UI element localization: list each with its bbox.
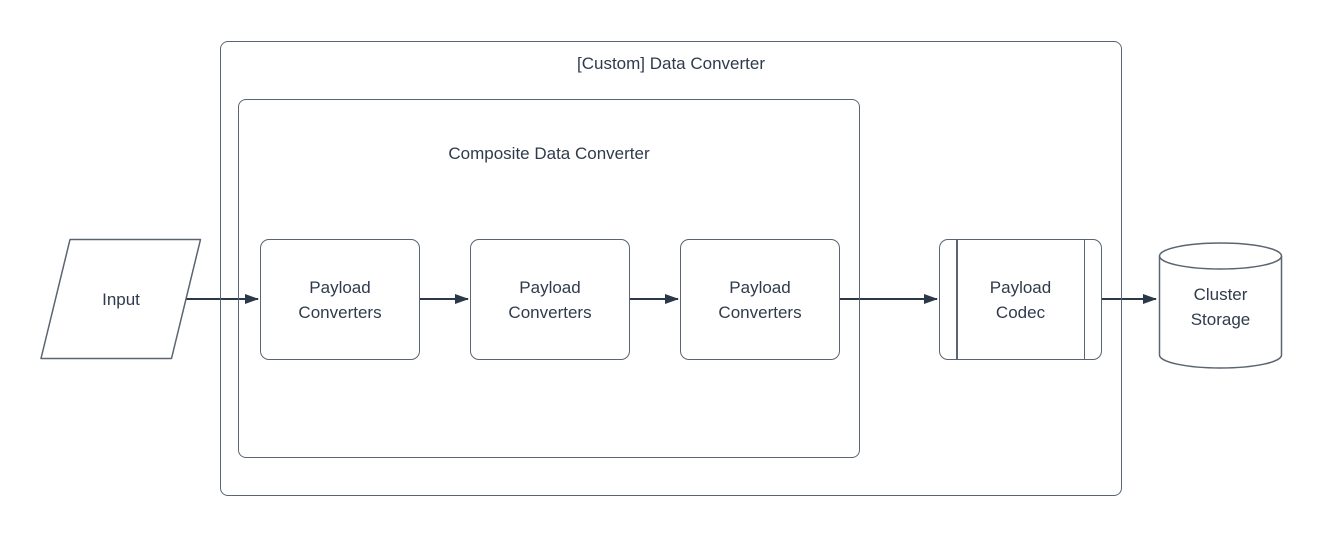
codec-right-bar (1083, 240, 1085, 359)
payload-converters-node-1: Payload Converters (260, 239, 420, 360)
payload-codec-node-label: Payload Codec (989, 277, 1052, 322)
payload-converters-node-3: Payload Converters (680, 239, 840, 360)
codec-left-bar (956, 240, 958, 359)
input-parallelogram-shape (40, 238, 202, 360)
payload-converters-node-2-label: Payload Converters (508, 277, 592, 322)
payload-converters-node-2: Payload Converters (470, 239, 630, 360)
input-node: Input (41, 239, 201, 359)
composite-data-converter-title: Composite Data Converter (448, 144, 650, 163)
cluster-storage-node-label: Cluster Storage (1190, 285, 1251, 329)
payload-converters-node-3-label: Payload Converters (718, 277, 802, 322)
input-node-label: Input (102, 289, 140, 309)
cylinder-top-shape (1158, 242, 1283, 270)
custom-data-converter-container (220, 41, 1122, 496)
composite-data-converter-container (238, 99, 860, 458)
cluster-storage-node: Cluster Storage (1159, 252, 1282, 362)
payload-codec-node: Payload Codec (939, 239, 1102, 360)
payload-converters-node-1-label: Payload Converters (298, 277, 382, 322)
cylinder-body-shape (1158, 256, 1283, 369)
custom-data-converter-title: [Custom] Data Converter (576, 54, 765, 73)
